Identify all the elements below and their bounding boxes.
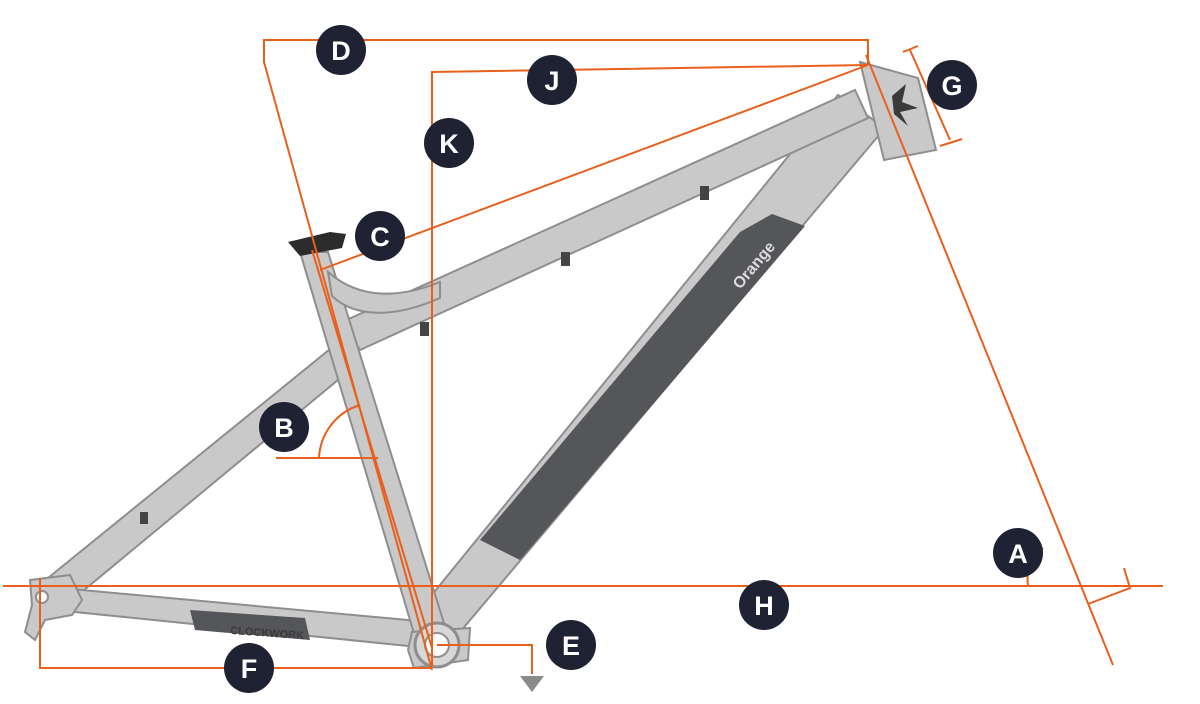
label-h: H: [754, 591, 774, 621]
rear-axle: [35, 590, 49, 604]
dim-line-g-cap: [939, 138, 963, 147]
seat-clamp: [288, 232, 346, 256]
badge-k: K: [424, 118, 474, 168]
badge-a: A: [993, 528, 1043, 578]
down-tube-decal: [480, 214, 805, 560]
label-g: G: [941, 71, 962, 101]
chain-stay-decal: [190, 610, 310, 640]
label-j: J: [544, 66, 559, 96]
dim-line-e: [437, 644, 533, 674]
badge-j: J: [527, 55, 577, 105]
dim-line-j: [431, 64, 869, 668]
seat-stay: [46, 343, 352, 602]
dim-line-d: [263, 39, 869, 671]
badge-f: F: [224, 643, 274, 693]
head-badge-icon: [892, 84, 918, 126]
cable-guide: [700, 186, 709, 200]
bb-drop-arrow: [520, 676, 544, 692]
dim-line-f: [39, 578, 432, 669]
badge-g: G: [927, 60, 977, 110]
dim-arc-b: [318, 404, 361, 459]
dim-line-g-cap: [902, 45, 919, 53]
dim-line-steer-axis: [865, 54, 1114, 666]
bike-frame: CLOCKWORK Orange: [23, 60, 938, 670]
rear-dropout: [23, 573, 84, 642]
dimension-lines: [3, 39, 1163, 674]
badge-e: E: [546, 620, 596, 670]
dim-line-h-end: [1087, 567, 1132, 605]
seat-brace: [326, 269, 441, 314]
cable-guide: [561, 252, 570, 266]
badge-h: H: [739, 580, 789, 630]
badge-d: D: [316, 25, 366, 75]
label-c: C: [370, 222, 390, 252]
dim-line-c: [319, 64, 869, 271]
cable-guide: [140, 512, 148, 524]
label-d: D: [331, 36, 351, 66]
badge-c: C: [355, 211, 405, 261]
label-k: K: [439, 129, 459, 159]
cable-guide: [420, 322, 429, 336]
label-f: F: [241, 654, 258, 684]
label-b: B: [274, 413, 294, 443]
label-e: E: [562, 631, 580, 661]
label-a: A: [1008, 539, 1028, 569]
dim-line-seat-axis: [311, 249, 433, 649]
chainstay-decal-text: CLOCKWORK: [230, 625, 305, 642]
badge-b: B: [259, 402, 309, 452]
